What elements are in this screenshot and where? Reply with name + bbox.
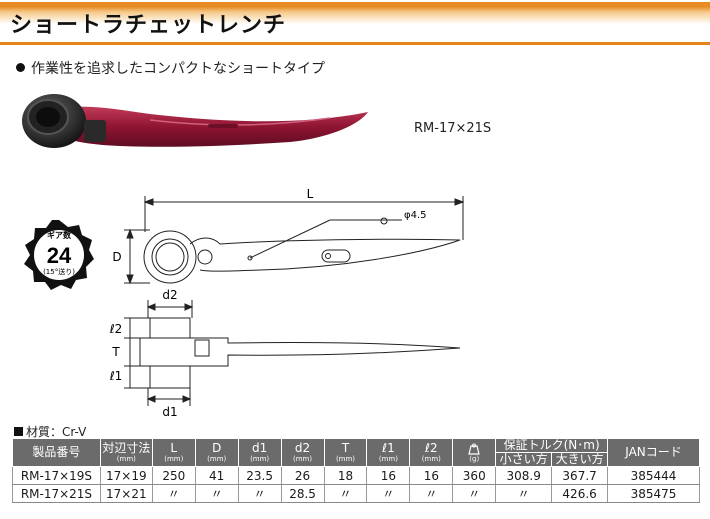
drawing-side-view [124, 300, 461, 406]
cell: RM-17×19S [12, 466, 101, 485]
header-D: D(mm) [194, 438, 239, 467]
table-row: RM-17×19S 17×19 250 41 23.5 26 18 16 16 … [12, 466, 700, 485]
header-torque-large: 大きい方 [551, 452, 609, 467]
cell: 18 [323, 466, 368, 485]
cell: 〃 [495, 484, 553, 503]
cell: 250 [151, 466, 196, 485]
cell: 〃 [366, 484, 411, 503]
gear-badge-number: 24 [47, 243, 72, 268]
dim-label-l1: ℓ1 [109, 369, 123, 383]
cell: 26 [280, 466, 325, 485]
material-text: 材質：Cr-V [26, 425, 87, 439]
dim-label-T: T [111, 345, 120, 359]
gear-badge-line1: ギア数 [47, 230, 72, 240]
dim-label-d1: d1 [162, 405, 177, 419]
cell: 16 [409, 466, 454, 485]
cell: 〃 [409, 484, 454, 503]
subtitle-text: 作業性を追求したコンパクトなショートタイプ [31, 61, 325, 77]
cell: RM-17×21S [12, 484, 101, 503]
header-product-number: 製品番号 [12, 438, 101, 467]
dim-label-d2: d2 [162, 288, 177, 302]
header-l2: ℓ2(mm) [409, 438, 454, 467]
material-note: 材質：Cr-V [14, 423, 86, 440]
header-l1: ℓ1(mm) [366, 438, 411, 467]
cell: 308.9 [495, 466, 553, 485]
cell: 367.7 [551, 466, 609, 485]
cell: 〃 [194, 484, 239, 503]
subtitle: 作業性を追求したコンパクトなショートタイプ [16, 58, 325, 78]
cell: 〃 [151, 484, 196, 503]
gear-badge-line3: (15°送り) [43, 267, 75, 276]
page-title: ショートラチェットレンチ [10, 13, 287, 38]
title-underline [0, 42, 710, 45]
dim-label-D: D [112, 250, 121, 264]
wrench-photo [22, 94, 368, 148]
cell: 17×21 [99, 484, 153, 503]
spec-table: 製品番号 対辺寸法(mm) L(mm) D(mm) d1(mm) d2(mm) … [12, 438, 700, 503]
header-weight: (g) [452, 438, 497, 467]
cell: 16 [366, 466, 411, 485]
cell: 23.5 [237, 466, 282, 485]
dim-label-hole: φ4.5 [404, 210, 427, 221]
header-T: T(mm) [323, 438, 368, 467]
dim-label-l2: ℓ2 [109, 322, 123, 336]
header-d2: d2(mm) [280, 438, 325, 467]
header-L: L(mm) [151, 438, 196, 467]
cell: 〃 [237, 484, 282, 503]
cell: 426.6 [551, 484, 609, 503]
header-torque: 保証トルク(N･m) [495, 438, 609, 453]
cell: 〃 [323, 484, 368, 503]
model-label: RM-17×21S [414, 121, 492, 136]
table-row: RM-17×21S 17×21 〃 〃 〃 28.5 〃 〃 〃 〃 〃 426… [12, 484, 700, 503]
cell: 385475 [607, 484, 700, 503]
header-d1: d1(mm) [237, 438, 282, 467]
drawing-top-view [124, 196, 465, 285]
cell: 28.5 [280, 484, 325, 503]
dim-label-L: L [307, 187, 314, 201]
square-bullet-icon [14, 427, 23, 436]
weight-icon [468, 443, 481, 455]
cell: 385444 [607, 466, 700, 485]
cell: 〃 [452, 484, 497, 503]
gear-badge-icon [24, 220, 94, 290]
bullet-icon [16, 63, 25, 72]
cell: 17×19 [99, 466, 153, 485]
cell: 41 [194, 466, 239, 485]
header-torque-small: 小さい方 [495, 452, 553, 467]
cell: 360 [452, 466, 497, 485]
header-jan: JANコード [607, 438, 700, 467]
title-bar: ショートラチェットレンチ [0, 2, 710, 48]
header-width-across: 対辺寸法(mm) [99, 438, 153, 467]
